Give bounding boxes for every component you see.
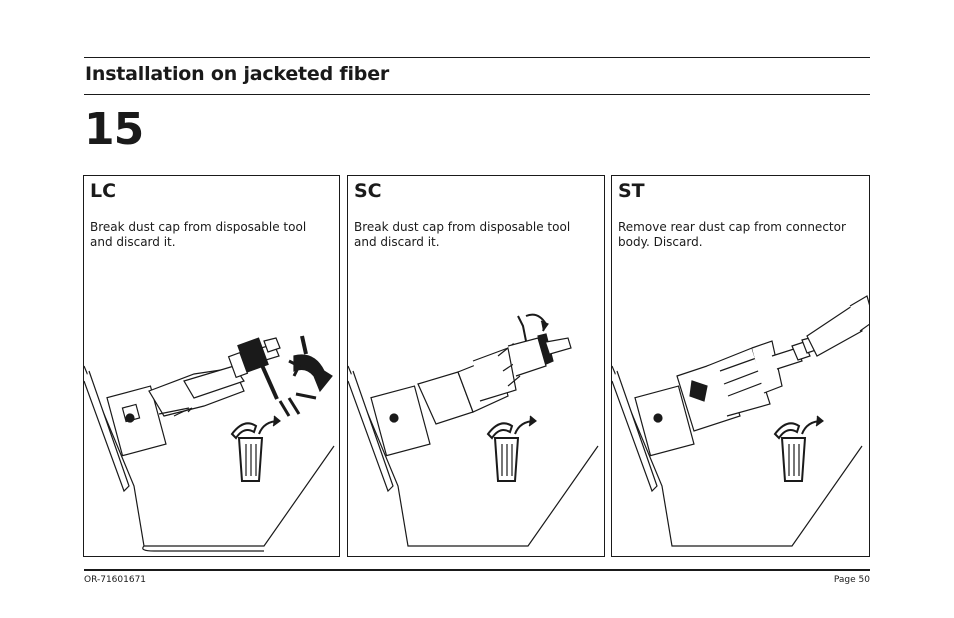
st-illustration [612, 295, 869, 547]
step-number: 15 [84, 104, 144, 155]
top-rule [84, 57, 870, 58]
page-title: Installation on jacketed fiber [85, 63, 390, 85]
footer-rule [84, 569, 870, 571]
panel-sc: SC Break dust cap from disposable tool a… [347, 175, 605, 557]
panel-st-label: ST [618, 180, 645, 202]
lc-illustration [84, 335, 335, 552]
panel-sc-label: SC [354, 180, 382, 202]
page-number: Page 50 [833, 575, 870, 585]
doc-number: OR-71601671 [84, 575, 147, 585]
panel-lc: LC Break dust cap from disposable tool a… [83, 175, 340, 557]
sc-illustration [348, 313, 599, 547]
trash-icon [773, 415, 824, 482]
panel-lc-label: LC [90, 180, 117, 202]
trash-icon [486, 415, 537, 482]
panel-st: ST Remove rear dust cap from connector b… [611, 175, 870, 557]
title-rule [84, 94, 870, 95]
trash-icon [230, 415, 281, 482]
panel-st-text: Remove rear dust cap from connector body… [618, 220, 846, 249]
panel-sc-text: Break dust cap from disposable tool and … [354, 220, 571, 249]
panel-lc-text: Break dust cap from disposable tool and … [90, 220, 307, 249]
